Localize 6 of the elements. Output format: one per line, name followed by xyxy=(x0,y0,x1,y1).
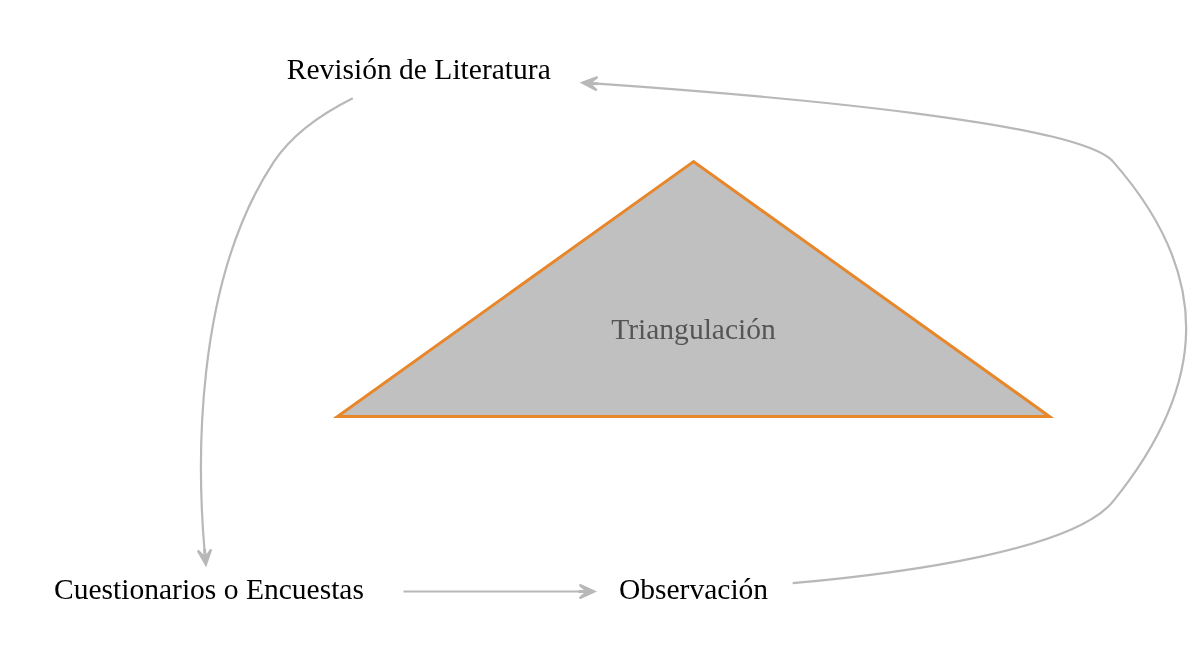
arrow xyxy=(196,97,354,566)
arrow xyxy=(403,583,596,600)
node-text: Revisión de Literatura xyxy=(286,52,551,85)
node-text: Cuestionarios o Encuestas xyxy=(53,572,364,605)
node-text: Observación xyxy=(618,572,769,605)
arrow xyxy=(581,75,1187,585)
